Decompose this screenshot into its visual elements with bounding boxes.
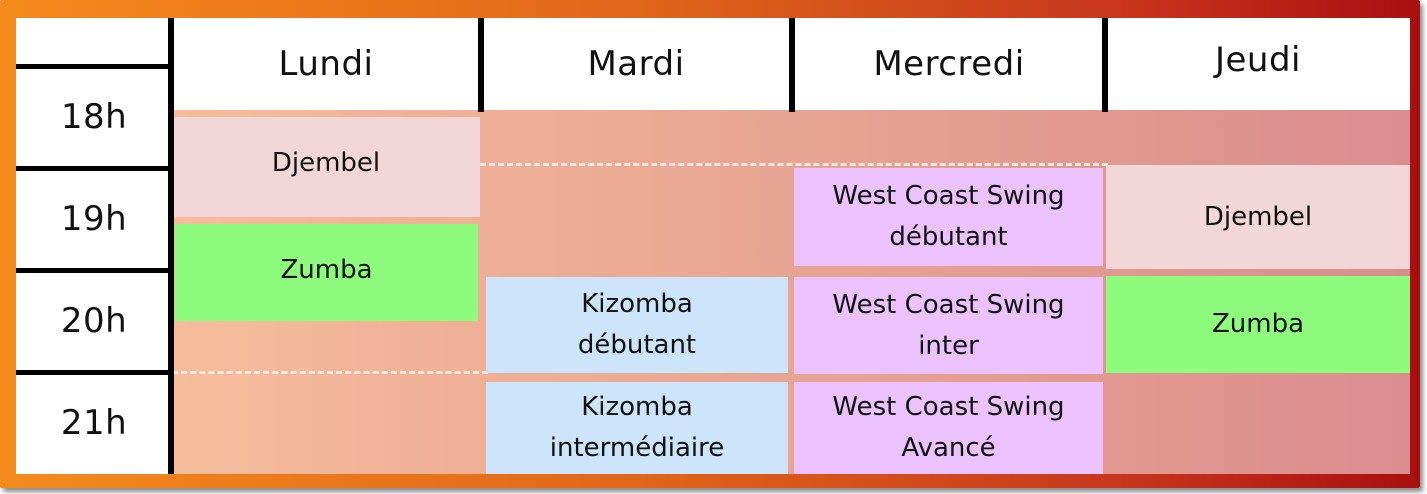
day-header-mardi: Mardi	[587, 44, 685, 84]
half-hour-line-top	[480, 163, 1108, 166]
day-header-lundi: Lundi	[278, 44, 374, 84]
grid-line	[168, 18, 174, 474]
session-block: Zumba	[1106, 276, 1410, 373]
grid-line	[16, 64, 172, 69]
grid-line	[1102, 18, 1108, 112]
grid-line	[16, 268, 172, 273]
session-block: West Coast Swing inter	[794, 277, 1103, 374]
grid-line	[478, 18, 484, 112]
session-block: West Coast Swing Avancé	[794, 382, 1103, 474]
grid-line	[16, 370, 172, 375]
session-block: Djembel	[1106, 165, 1410, 269]
corner-cell	[16, 18, 172, 66]
grid-line	[789, 18, 795, 112]
half-hour-line-bottom	[172, 371, 488, 374]
day-header-mercredi: Mercredi	[873, 44, 1025, 84]
session-block: Kizomba intermédiaire	[486, 382, 788, 474]
hour-label-20h: 20h	[60, 301, 128, 341]
hour-label-19h: 19h	[60, 199, 128, 239]
hour-label-21h: 21h	[60, 403, 128, 443]
grid-line	[16, 166, 172, 171]
hour-label-18h: 18h	[60, 97, 128, 137]
session-block: Djembel	[172, 117, 480, 217]
day-header-jeudi: Jeudi	[1214, 40, 1302, 80]
session-block: Kizomba débutant	[486, 277, 788, 373]
session-block: West Coast Swing débutant	[794, 168, 1103, 266]
session-block: Zumba	[175, 224, 478, 321]
